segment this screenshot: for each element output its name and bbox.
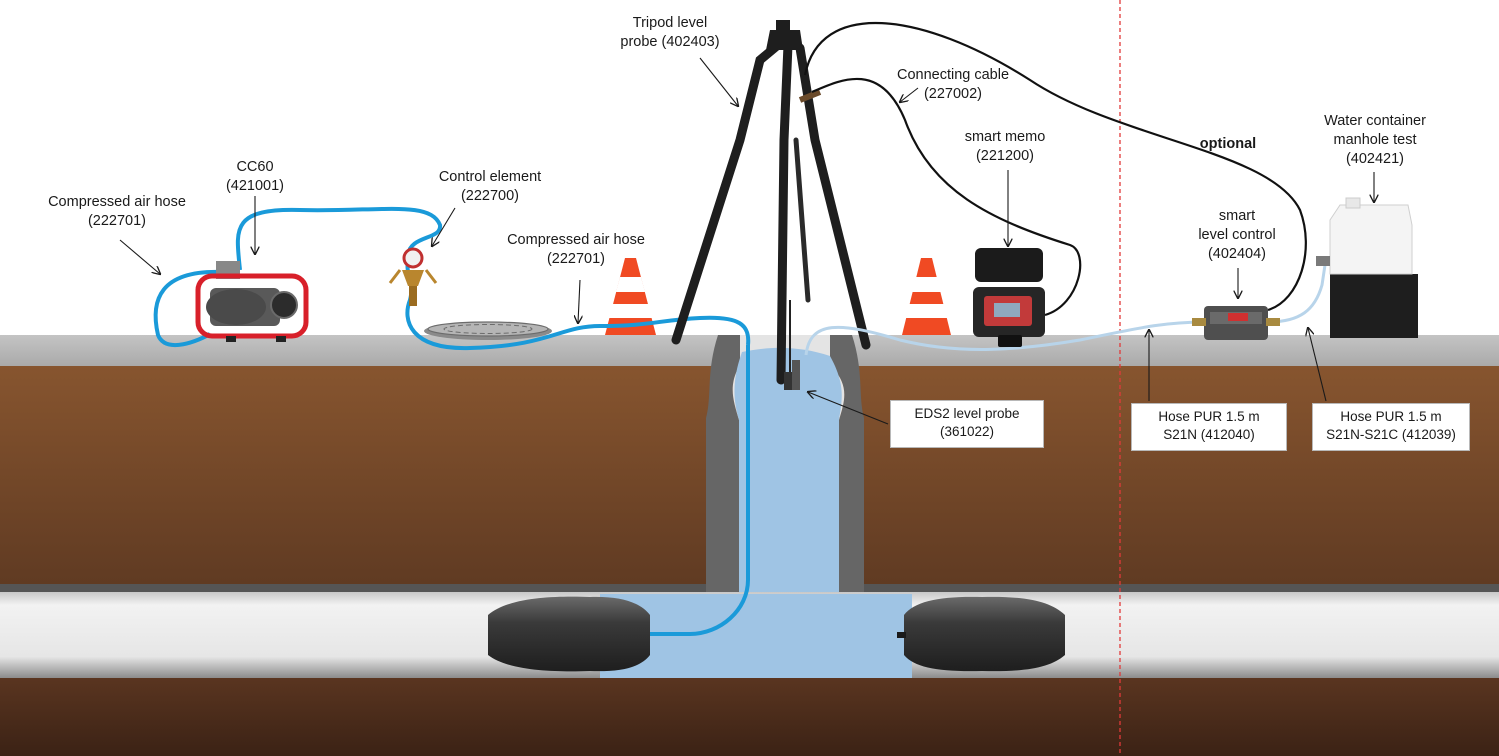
control-element-label: Control element (222700) — [420, 168, 560, 206]
cc60-label-line1: CC60 — [236, 159, 274, 175]
tripod-label-line2: probe (402403) — [620, 34, 720, 50]
compressed-air-hose-shaft — [650, 345, 750, 636]
connecting-cable-label-line1: Connecting cable — [896, 67, 1010, 83]
compressed-air-hose-left-label-line2: (222701) — [87, 213, 147, 229]
smart-level-control-label-line1: smart — [1218, 208, 1256, 224]
hose-s21n-s21c-label-line1: Hose PUR 1.5 m — [1340, 409, 1442, 424]
water-container-label-line2: manhole test — [1333, 132, 1417, 148]
hose-s21n-label-line2: S21N (412040) — [1163, 427, 1255, 442]
control-element-label-line2: (222700) — [460, 188, 520, 204]
smart-level-control-label-line2: level control — [1198, 227, 1276, 243]
hose-s21n-label: Hose PUR 1.5 m S21N (412040) — [1131, 403, 1287, 451]
smart-level-control-device — [1192, 306, 1280, 340]
compressed-air-hose-left-label: Compressed air hose (222701) — [22, 193, 212, 231]
hose-s21n-s21c-label: Hose PUR 1.5 m S21N-S21C (412039) — [1312, 403, 1470, 451]
water-container-label-line1: Water container — [1324, 113, 1426, 129]
eds2-label-line2: (361022) — [939, 424, 995, 439]
water-container-label-line3: (402421) — [1345, 151, 1405, 167]
deep-soil-layer — [0, 678, 1499, 756]
optional-label-text: optional — [1199, 136, 1257, 152]
manhole-wall-left — [706, 335, 740, 592]
hose-s21n-s21c-label-line2: S21N-S21C (412039) — [1326, 427, 1456, 442]
eds2-level-probe-label: EDS2 level probe (361022) — [890, 400, 1044, 448]
optional-label: optional — [1180, 135, 1276, 154]
water-hose-s21n-s21c — [1267, 264, 1327, 324]
water-container-label: Water container manhole test (402421) — [1300, 112, 1450, 169]
eds2-label-line1: EDS2 level probe — [914, 406, 1020, 421]
pipe-plug-right — [897, 596, 1065, 672]
connecting-cable-label: Connecting cable (227002) — [880, 66, 1026, 104]
smart-memo-label-line2: (221200) — [975, 148, 1035, 164]
traffic-cone-left — [605, 258, 656, 335]
smart-memo-label: smart memo (221200) — [950, 128, 1060, 166]
cc60-label: CC60 (421001) — [210, 158, 300, 196]
connecting-cable-label-line2: (227002) — [923, 86, 983, 102]
connecting-cable-smart-level-control — [803, 22, 1307, 312]
smart-level-control-label-line3: (402404) — [1207, 246, 1267, 262]
smart-memo-device — [973, 248, 1045, 347]
pipe-plug-left — [488, 596, 650, 672]
compressed-air-hose-mid-label: Compressed air hose (222701) — [486, 231, 666, 269]
control-element — [388, 247, 438, 306]
water-hose-s21n — [804, 320, 1206, 356]
connecting-cable-smart-memo — [811, 77, 1082, 317]
compressed-air-hose-mid-label-line2: (222701) — [546, 251, 606, 267]
compressed-air-hose-left-label-line1: Compressed air hose — [48, 194, 186, 210]
water-container — [1316, 197, 1418, 338]
manhole-cover — [424, 321, 552, 340]
cc60-label-line2: (421001) — [225, 178, 285, 194]
traffic-cone-right — [902, 258, 951, 335]
control-element-label-line1: Control element — [438, 169, 542, 185]
tripod-level-probe — [671, 20, 871, 390]
cc60-compressor — [195, 261, 309, 342]
tripod-label-line1: Tripod level — [632, 15, 708, 31]
tripod-label: Tripod level probe (402403) — [600, 14, 740, 52]
compressed-air-hose-mid-label-line1: Compressed air hose — [507, 232, 645, 248]
hose-s21n-label-line1: Hose PUR 1.5 m — [1158, 409, 1260, 424]
smart-level-control-label: smart level control (402404) — [1180, 207, 1294, 264]
compressed-air-hose-left — [153, 269, 223, 347]
smart-memo-label-line1: smart memo — [964, 129, 1046, 145]
